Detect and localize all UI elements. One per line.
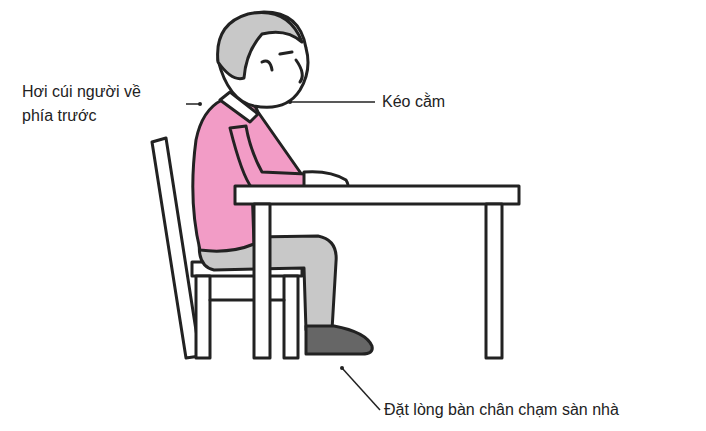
chair-leg [284, 276, 298, 358]
leader-dot [198, 102, 202, 106]
chair-rail [210, 299, 284, 302]
leader-line [342, 368, 380, 410]
callout-label: Kéo cằm [382, 90, 582, 114]
hair [218, 13, 302, 79]
shoe [306, 326, 372, 354]
leader-line [290, 101, 375, 103]
table-top [235, 186, 519, 204]
leader-dot [288, 100, 292, 104]
table-leg [486, 204, 502, 358]
eye [280, 52, 292, 54]
head [218, 12, 308, 107]
ear [262, 61, 272, 70]
chair-leg [196, 276, 210, 358]
table-leg [254, 204, 270, 358]
callout-label: Hơi cúi người về phía trước [22, 80, 144, 128]
arm [230, 126, 306, 190]
callout-label: Đặt lòng bàn chân chạm sàn nhà [384, 398, 704, 422]
nose [296, 60, 302, 82]
leader-line [186, 103, 200, 105]
leader-dot [340, 366, 344, 370]
